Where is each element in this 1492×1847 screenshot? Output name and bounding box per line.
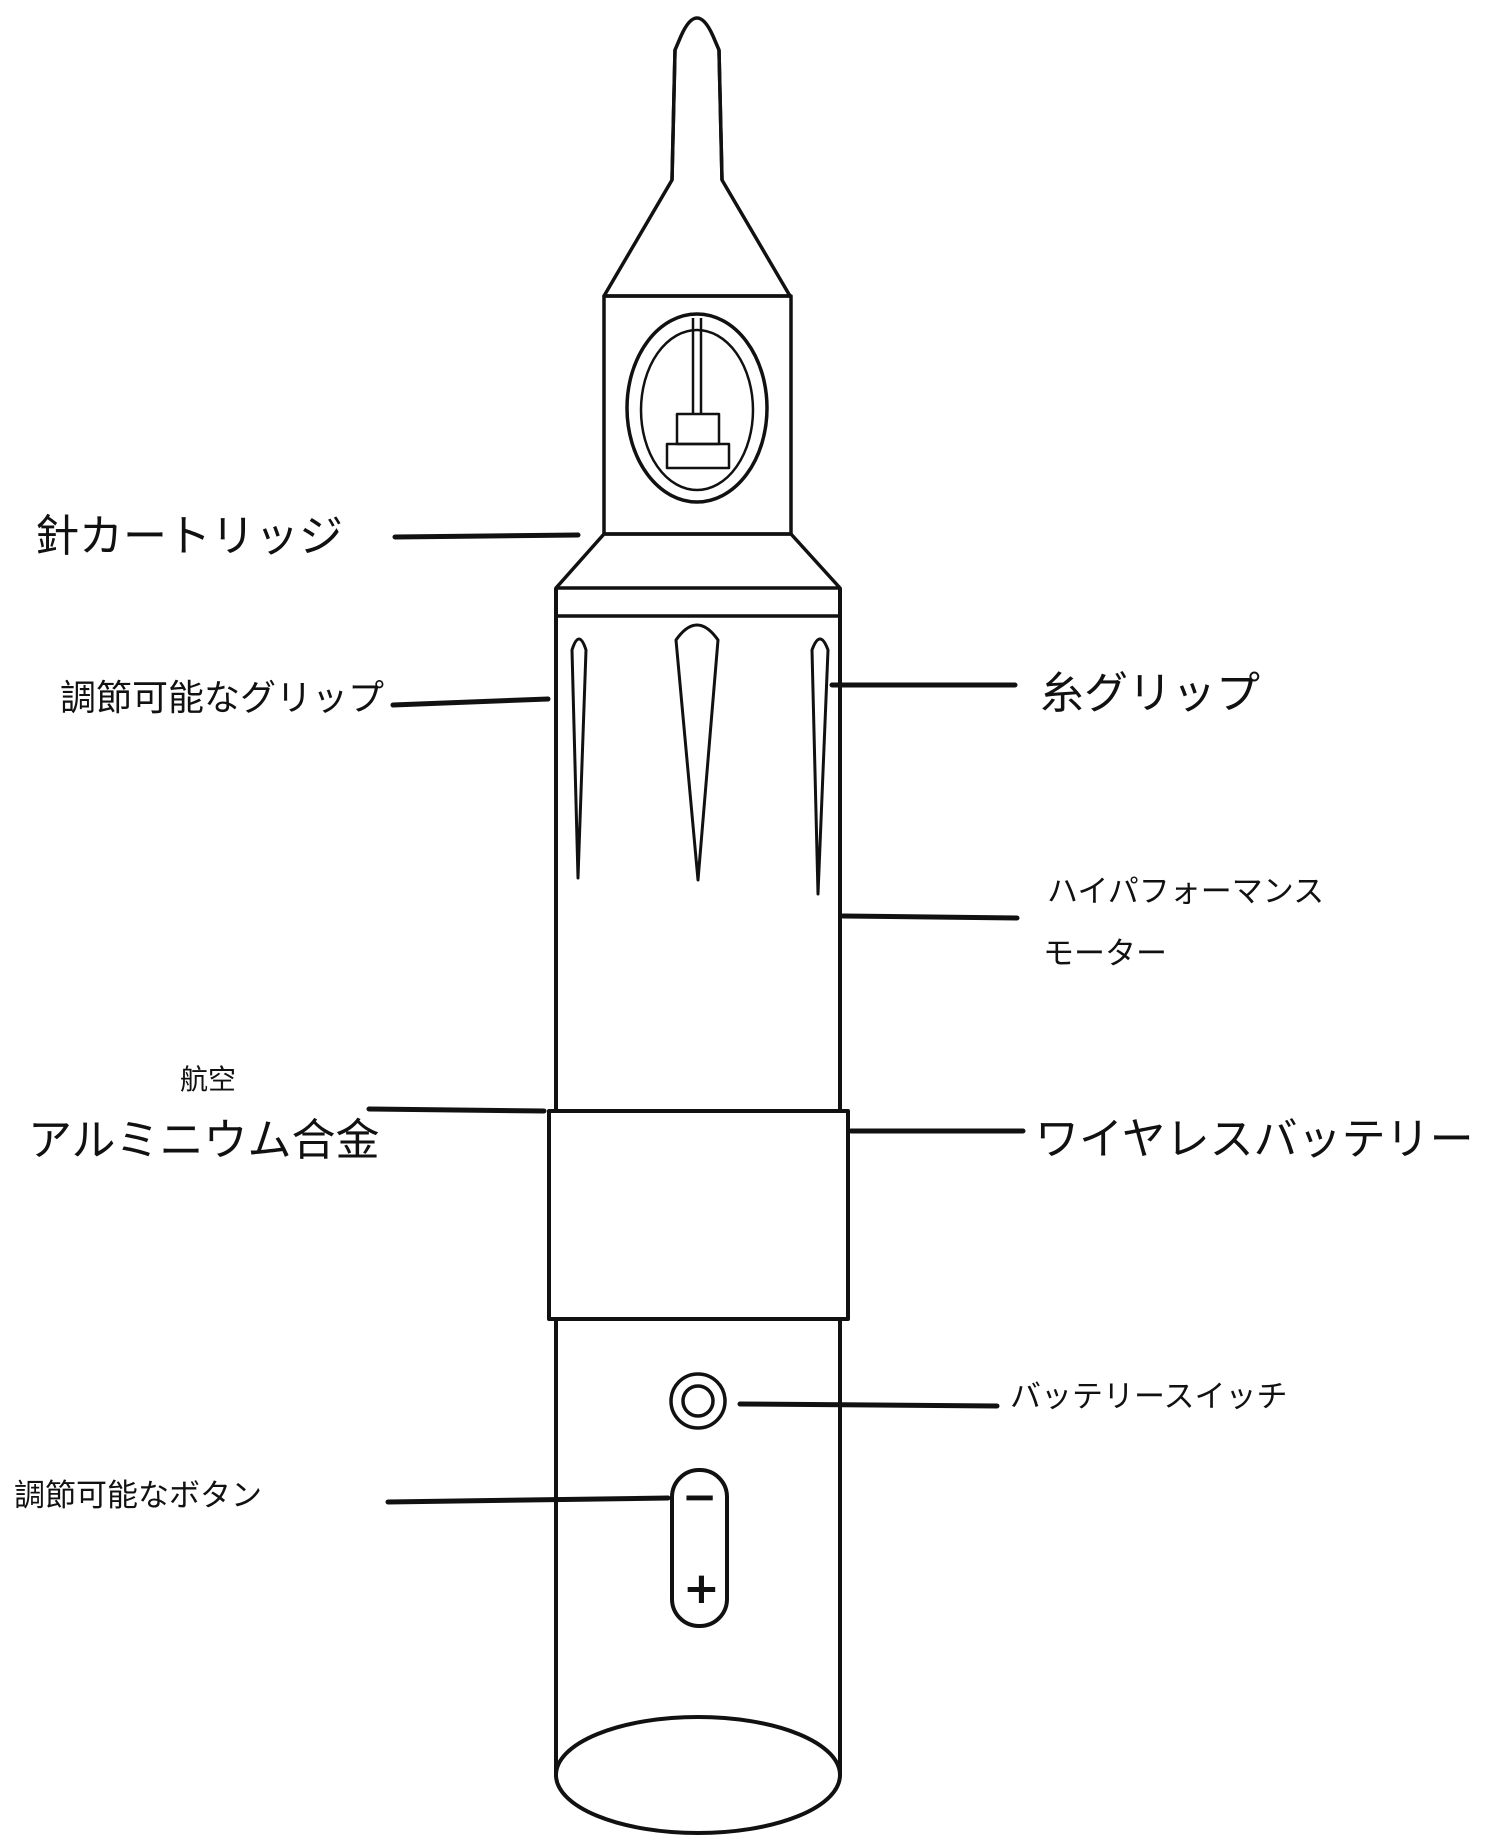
leader-adjust-button: [385, 1495, 671, 1505]
leader-needle-cartridge: [392, 532, 581, 540]
grip-slot-right: [810, 637, 830, 896]
grip-slot-left: [570, 637, 588, 880]
label-thread-grip: 糸グリップ: [1040, 668, 1260, 719]
leader-adjustable-grip: [390, 696, 551, 708]
cartridge-window-outer: [625, 312, 769, 504]
label-wireless-battery: ワイヤレスバッテリー: [1035, 1114, 1474, 1165]
leader-motor: [840, 913, 1020, 921]
label-adjustable-grip: 調節可能なグリップ: [60, 678, 385, 719]
bottom-opening: [554, 1715, 842, 1835]
battery-switch-inner: [681, 1384, 715, 1418]
leader-battery-switch: [737, 1401, 1000, 1409]
grip-collar: [554, 532, 842, 618]
battery-band: [547, 1109, 850, 1321]
cartridge-window-inner: [639, 328, 755, 492]
label-motor-line2: モーター: [1043, 936, 1167, 972]
label-battery-switch: バッテリースイッチ: [1010, 1379, 1288, 1415]
label-adjust-button: 調節可能なボタン: [14, 1478, 262, 1514]
battery-switch-outer: [669, 1372, 727, 1430]
needle-tip: [602, 16, 792, 298]
label-motor-line1: ハイパフォーマンス: [1047, 874, 1325, 910]
label-alloy-line2: アルミニウム合金: [28, 1115, 380, 1166]
label-alloy-line1: 航空: [180, 1063, 237, 1096]
plus-symbol: +: [683, 1563, 720, 1614]
leader-alloy: [366, 1106, 547, 1114]
grip-slot-center: [674, 623, 720, 882]
label-needle-cartridge: 針カートリッジ: [35, 511, 343, 562]
minus-symbol: −: [682, 1472, 718, 1521]
adjust-button-pill: [670, 1468, 729, 1628]
